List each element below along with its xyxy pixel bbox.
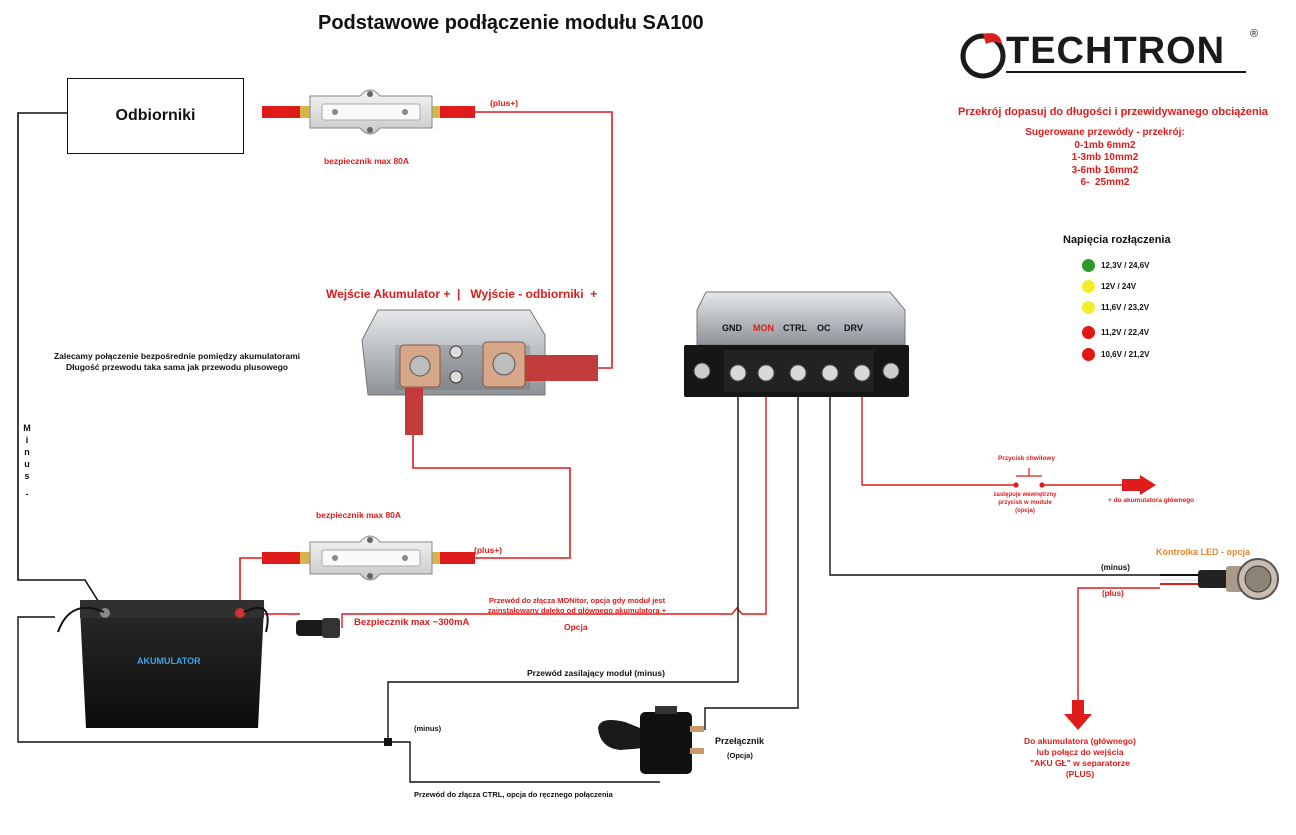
voltage-legend-label: 11,6V / 23,2V [1101,303,1150,312]
wire-section-list: Sugerowane przewódy - przekrój: 0-1mb 6m… [1020,127,1190,190]
load-box: Odbiorniki [67,78,244,154]
destination-line1: Do akumulatora (głównego) [1024,736,1136,746]
mon-note-line1: Przewód do złącza MONitor, opcja gdy mod… [488,596,666,605]
terminal-drv: DRV [844,323,863,333]
voltage-legend-label: 12,3V / 24,6V [1101,261,1150,270]
supply-wire-label: Przewód zasilający moduł (minus) [527,668,665,678]
destination-note: Do akumulatora (głównego) lub połącz do … [1010,736,1150,780]
destination-line3: "AKU GŁ" w separatorze [1030,758,1130,768]
button-note-line1: zastępuje wewnętrzny [993,492,1057,498]
mon-wire-note: Przewód do złącza MONitor, opcja gdy mod… [472,596,682,616]
minus-recommendation-line2: Długość przewodu taka sama jak przewodu … [66,362,288,372]
wire-section-row: 3-6mb 16mm2 [1071,164,1139,176]
terminal-mon: MON [753,323,774,333]
ground-wires [17,392,1160,783]
minus-letter: i [25,435,29,445]
voltage-legend-title: Napięcia rozłączenia [1063,234,1171,246]
logo-wordmark: TECHTRON [1006,30,1226,72]
arrow-right-icon [1122,475,1156,495]
minus-wire-load [17,112,106,613]
minus-vertical-label: M i n u s - [22,422,32,500]
techtron-logo-emblem [960,33,1006,79]
minus-letter: s [24,471,30,481]
minus-letter: - [25,489,29,499]
minus-recommendation: Zalecamy połączenie bezpośrednie pomiędz… [22,351,332,373]
bottom-fuse-label: bezpiecznik max 80A [316,510,402,520]
led-minus-label: (minus) [1101,563,1130,572]
battery-label: AKUMULATOR [137,656,201,666]
button-label: Przycisk chwilowy [998,455,1056,462]
relay-header: Wejście Akumulator + | Wyjście - odbiorn… [326,287,598,301]
toggle-switch-graphic [598,706,704,774]
mon-note-line2: zainstalowany daleko od głównego akumula… [487,606,667,615]
button-note-line2: przycisk w module [998,500,1052,506]
button-target-label: + do akumulatora głównego [1108,497,1195,504]
battery-graphic [57,600,269,728]
bottom-fuse-plus-label: (plus+) [474,545,503,555]
terminal-ctrl: CTRL [783,323,807,333]
destination-line2: lub połącz do wejścia [1036,747,1124,757]
minus-letter: M [23,423,31,433]
module-graphic [684,291,909,397]
destination-line4: (PLUS) [1065,769,1095,779]
top-fuse-label: bezpiecznik max 80A [324,156,410,166]
load-box-label: Odbiorniki [115,107,196,124]
ctrl-wire-label: Przewód do złącza CTRL, opcja do ręczneg… [414,790,613,799]
small-fuse-label: Bezpiecznik max ~300mA [354,617,470,628]
bottom-fuse-graphic [262,535,475,581]
wire-section-row: 6- 25mm2 [1080,177,1130,188]
drv-wire [861,392,1160,700]
arrow-down-icon [1064,700,1092,730]
wire-section-row: 0-1mb 6mm2 [1074,139,1136,151]
top-fuse-plus-label: (plus+) [490,98,519,108]
logo-registered-mark: ® [1250,28,1259,40]
mon-wire [262,392,767,628]
wire-section-row: 1-3mb 10mm2 [1071,152,1139,163]
button-note-line3: (opcja) [1015,508,1035,514]
button-note: zastępuje wewnętrzny przycisk w module (… [990,491,1060,515]
status-dot-icon [1082,326,1095,339]
switch-option-label: (Opcja) [727,751,753,760]
junction-dot [384,738,392,746]
voltage-legend-item: 10,6V / 21,2V [1082,348,1149,361]
terminal-oc: OC [817,323,831,333]
minus-recommendation-line1: Zalecamy połączenie bezpośrednie pomiędz… [53,351,301,361]
terminal-gnd: GND [722,323,742,333]
led-indicator-graphic [1160,558,1279,600]
led-label: Kontrolka LED - opcja [1156,547,1251,557]
minus-letter: u [24,459,30,469]
led-plus-label: (plus) [1102,589,1124,598]
switch-label: Przełącznik [715,736,765,746]
voltage-legend-label: 10,6V / 21,2V [1101,350,1150,359]
voltage-legend-label: 12V / 24V [1101,282,1137,291]
voltage-legend-item: 11,2V / 22,4V [1082,326,1149,339]
status-dot-icon [1082,348,1095,361]
voltage-legend-label: 11,2V / 22,4V [1101,328,1150,337]
page-title: Podstawowe podłączenie modułu SA100 [318,12,704,34]
voltage-legend-item: 11,6V / 23,2V [1082,301,1149,314]
status-dot-icon [1082,280,1095,293]
plus-wire-output [475,111,613,369]
minus-junction-label: (minus) [414,724,442,733]
minus-letter: n [24,447,30,457]
status-dot-icon [1082,301,1095,314]
top-fuse-graphic [262,89,475,135]
small-fuse-graphic [296,618,340,638]
momentary-button-symbol [1013,468,1045,488]
voltage-legend-item: 12,3V / 24,6V [1082,259,1149,272]
status-dot-icon [1082,259,1095,272]
plus-wire-input [239,435,571,612]
wire-section-subheading: Sugerowane przewódy - przekrój: [1025,127,1185,138]
wire-section-heading: Przekrój dopasuj do długości i przewidyw… [958,106,1268,118]
relay-graphic [361,309,598,435]
voltage-legend-item: 12V / 24V [1082,280,1136,293]
mon-option-label: Opcja [564,622,588,632]
